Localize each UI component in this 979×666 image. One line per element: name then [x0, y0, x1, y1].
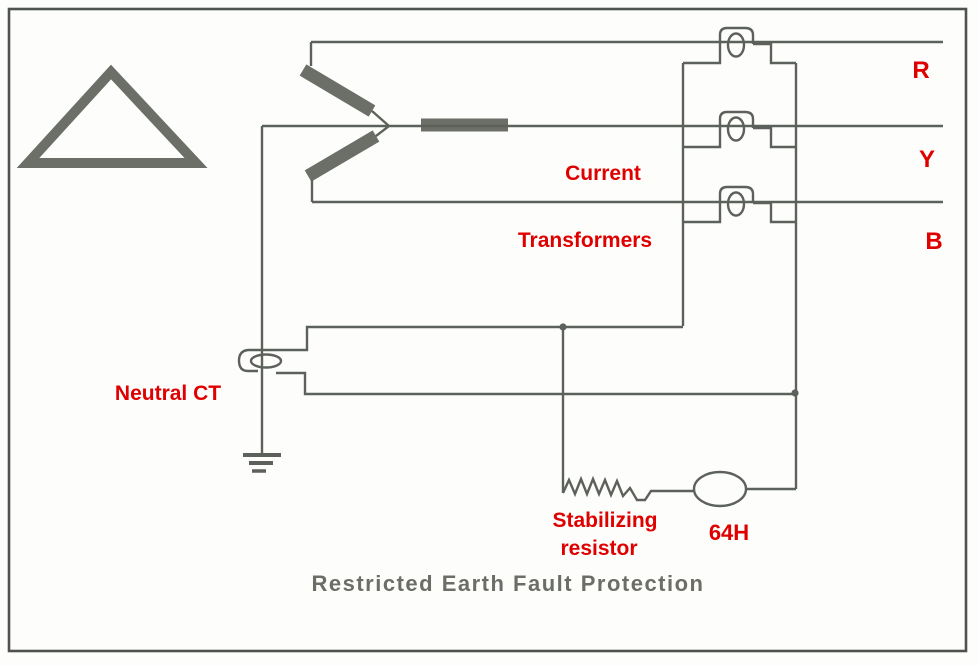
- current-transformers-label-line2: Transformers: [517, 229, 653, 252]
- ct-b-lead-right: [753, 201, 796, 224]
- diagram-border: [7, 7, 968, 653]
- neutral-ct: [237, 325, 795, 396]
- relay-64h-coil: [692, 470, 748, 508]
- stabilizing-resistor-label-line2: resistor: [560, 537, 638, 560]
- star-bar-upper: [299, 64, 376, 117]
- ct-r-lead-right: [753, 42, 796, 65]
- junction-dot-right: [791, 389, 799, 397]
- relay-branch: [559, 323, 799, 508]
- star-link-lower: [375, 125, 390, 137]
- junction-dot-left: [559, 323, 567, 331]
- star-link-upper: [371, 110, 390, 127]
- delta-winding-symbol: [16, 64, 208, 168]
- phase-r-label: R: [912, 57, 930, 84]
- ct-secondary-bus: [681, 63, 798, 489]
- ct-b-lead-left: [683, 216, 722, 224]
- ct-y-lead-left: [683, 141, 722, 149]
- phase-b-label: B: [925, 228, 943, 255]
- ct-r-lead-left: [683, 57, 722, 65]
- stabilizing-resistor-label-line1: Stabilizing: [552, 509, 658, 532]
- stabilizing-resistor-symbol: [561, 475, 694, 502]
- neutral-ct-label: Neutral CT: [114, 382, 222, 405]
- neutral-ct-lead-bottom: [276, 371, 795, 396]
- phase-ct-r: [683, 26, 796, 65]
- star-bar-lower: [304, 130, 380, 182]
- diagram-title: Restricted Earth Fault Protection: [311, 571, 705, 596]
- neutral-ct-lead-top: [270, 325, 683, 352]
- phase-y-label: Y: [918, 146, 936, 173]
- star-winding-symbol: [299, 42, 508, 202]
- ct-y-lead-right: [753, 126, 796, 149]
- phase-lines: [262, 40, 943, 204]
- current-transformers-label-line1: Current: [565, 162, 641, 185]
- phase-ct-b: [683, 185, 796, 224]
- phase-ct-y: [683, 110, 796, 149]
- earth-ground-symbol: [243, 453, 281, 473]
- relay-64h-label: 64H: [708, 520, 750, 545]
